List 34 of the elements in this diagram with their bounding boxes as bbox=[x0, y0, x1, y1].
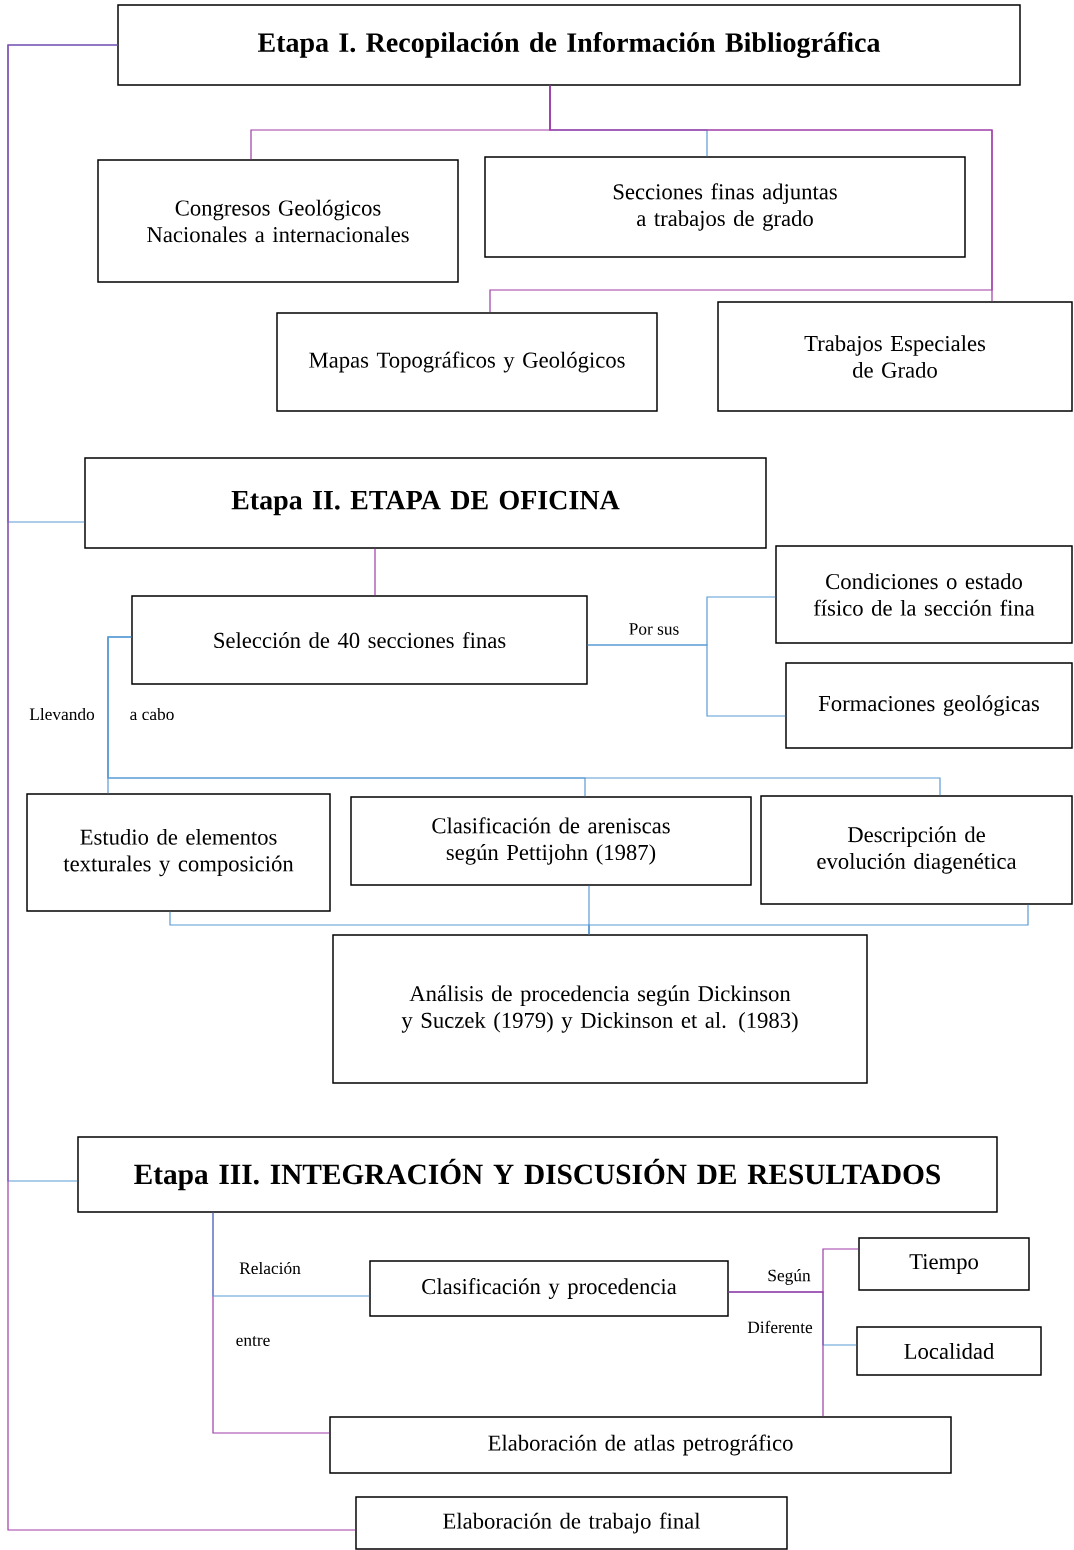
connector-line bbox=[588, 904, 1029, 935]
edge-label: Por sus bbox=[627, 621, 681, 637]
process-box: Descripción de evolución diagenética bbox=[760, 795, 1073, 905]
process-box: Tiempo bbox=[858, 1237, 1030, 1291]
process-box: Localidad bbox=[856, 1326, 1042, 1376]
edge-label: Diferente bbox=[745, 1319, 815, 1335]
process-box: Clasificación de areniscas según Pettijohn (1987) bbox=[350, 796, 752, 886]
process-box: Secciones finas adjuntas a trabajos de grado bbox=[484, 156, 966, 258]
connector-line bbox=[212, 1212, 370, 1297]
process-box: Mapas Topográficos y Geológicos bbox=[276, 312, 658, 412]
text-label: a cabo bbox=[130, 707, 174, 721]
connector-line bbox=[107, 636, 941, 796]
connector-line bbox=[374, 548, 376, 596]
connector-line bbox=[587, 644, 786, 717]
text-label: Relación bbox=[239, 1261, 301, 1275]
text-label: Llevando bbox=[29, 707, 95, 721]
process-box: Selección de 40 secciones finas bbox=[131, 595, 588, 685]
text-label: entre bbox=[236, 1336, 270, 1346]
connector-line bbox=[489, 85, 993, 313]
process-box: Formaciones geológicas bbox=[785, 662, 1073, 749]
process-box: Trabajos Especiales de Grado bbox=[717, 301, 1073, 412]
process-box: Análisis de procedencia según Dickinson y Suczek (1979) y Dickinson et al. (1983) bbox=[332, 934, 868, 1084]
connector-line bbox=[728, 1291, 824, 1417]
edge-label: Según bbox=[766, 1267, 812, 1287]
process-box: Condiciones o estado físico de la sección fina bbox=[775, 545, 1073, 644]
process-box: Estudio de elementos texturales y composición bbox=[26, 793, 331, 912]
process-box: Etapa II. ETAPA DE OFICINA bbox=[84, 457, 767, 549]
process-box: Etapa III. INTEGRACIÓN Y DISCUSIÓN DE RESULTADOS bbox=[77, 1136, 998, 1213]
process-box: Clasificación y procedencia bbox=[369, 1260, 729, 1317]
process-box: Elaboración de trabajo final bbox=[355, 1496, 788, 1550]
process-box: Congresos Geológicos Nacionales a internacionales bbox=[97, 159, 459, 283]
process-box: Etapa I. Recopilación de Información Bibliográfica bbox=[117, 4, 1021, 86]
process-box: Elaboración de atlas petrográfico bbox=[329, 1416, 952, 1474]
connector-line bbox=[7, 44, 356, 1531]
